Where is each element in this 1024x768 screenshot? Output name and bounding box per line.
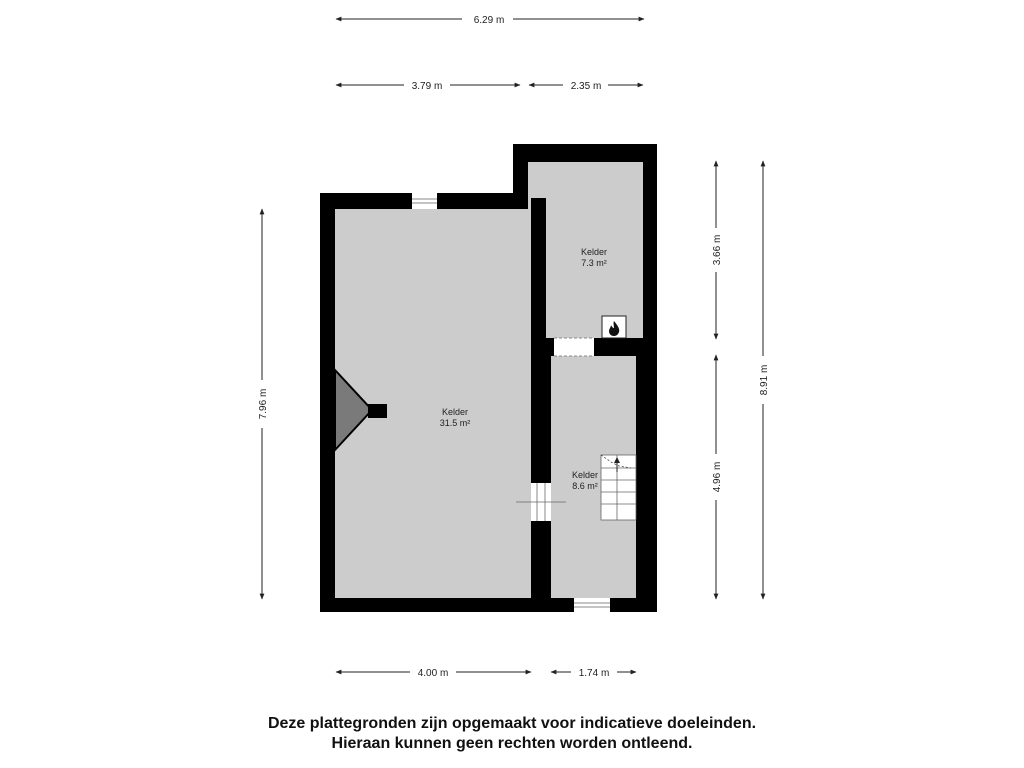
dimension-label: 1.74 m <box>579 668 610 679</box>
room-area: 8.6 m² <box>572 481 598 491</box>
dimension-label: 4.96 m <box>712 462 723 493</box>
dimension-top-left: 3.79 m <box>335 81 521 92</box>
room-name: Kelder <box>442 407 468 417</box>
disclaimer: Deze plattegronden zijn opgemaakt voor i… <box>0 714 1024 754</box>
wall-segment <box>531 198 546 338</box>
dimension-label: 3.66 m <box>712 235 723 266</box>
room-label-top-right: Kelder 7.3 m² <box>581 247 607 268</box>
chimney-icon <box>334 367 387 453</box>
door-middle <box>516 483 566 521</box>
dimension-label: 6.29 m <box>474 15 505 26</box>
dimension-label: 8.91 m <box>759 365 770 396</box>
dimension-label: 2.35 m <box>571 81 602 92</box>
dimension-bottom-left: 4.00 m <box>335 668 532 679</box>
room-area: 31.5 m² <box>440 418 471 428</box>
stairs-icon <box>600 454 637 521</box>
room-floor-top-right <box>528 162 643 338</box>
room-name: Kelder <box>581 247 607 257</box>
dimension-label: 7.96 m <box>258 389 269 420</box>
room-area: 7.3 m² <box>581 258 607 268</box>
room-floor-large <box>335 209 531 598</box>
dimension-label: 4.00 m <box>418 668 449 679</box>
room-label-bottom-right: Kelder 8.6 m² <box>572 470 598 491</box>
dimension-right-lower: 4.96 m <box>712 354 723 600</box>
window-bottom <box>574 598 610 612</box>
disclaimer-line-1: Deze plattegronden zijn opgemaakt voor i… <box>267 715 757 732</box>
dimension-right-upper: 3.66 m <box>712 160 723 340</box>
dimension-label: 3.79 m <box>412 81 443 92</box>
dimension-right-total: 8.91 m <box>759 160 770 600</box>
dimension-left-height: 7.96 m <box>258 208 269 600</box>
disclaimer-line-2: Hieraan kunnen geen rechten worden ontle… <box>331 735 693 752</box>
room-label-large: Kelder 31.5 m² <box>440 407 471 428</box>
opening-upper-right <box>554 337 594 357</box>
dimension-top-right: 2.35 m <box>528 81 644 92</box>
room-name: Kelder <box>572 470 598 480</box>
wall-segment <box>531 336 537 346</box>
flame-icon <box>601 315 627 339</box>
window-top <box>412 193 437 209</box>
dimension-bottom-right: 1.74 m <box>550 668 637 679</box>
floor-connection <box>528 162 531 198</box>
dimension-top-total: 6.29 m <box>335 15 645 26</box>
